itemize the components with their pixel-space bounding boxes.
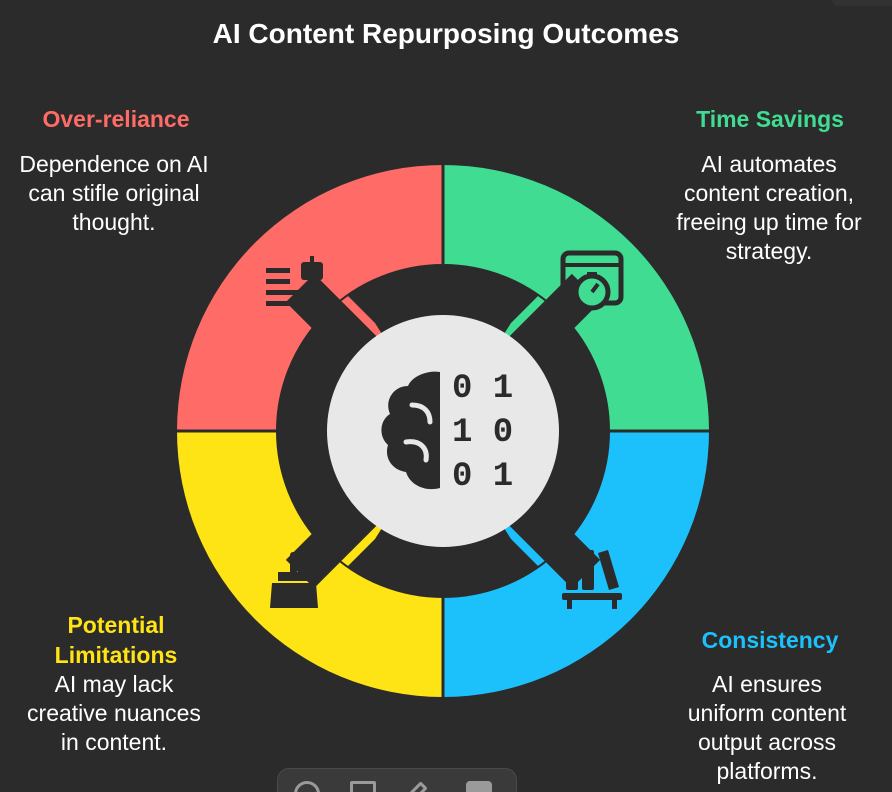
limitations-line: creative nuances xyxy=(27,700,201,726)
time-savings-line: AI automates xyxy=(701,151,837,177)
limitations-heading-line: Limitations xyxy=(54,642,178,668)
consistency-line: output across xyxy=(697,729,837,755)
books-shelf-icon xyxy=(562,550,622,609)
time-savings-line: strategy. xyxy=(725,238,813,264)
limitations-description: AI may lack creative nuances in content. xyxy=(0,670,228,757)
consistency-line: AI ensures xyxy=(712,671,822,697)
time-savings-line: content creation, xyxy=(683,180,855,206)
over-reliance-line: thought. xyxy=(72,209,156,235)
limitations-heading-line: Potential xyxy=(67,612,165,638)
over-reliance-line: Dependence on AI xyxy=(19,151,209,177)
time-savings-heading: Time Savings xyxy=(696,106,844,132)
binary-digits: 0 1 1 0 0 1 xyxy=(452,370,513,496)
time-savings-line: freeing up time for xyxy=(676,209,862,235)
over-reliance-line: can stifle original xyxy=(28,180,200,206)
limitations-line: in content. xyxy=(60,729,168,755)
corner-decoration xyxy=(832,0,892,6)
image-icon[interactable] xyxy=(466,781,492,792)
time-savings-description: AI automates content creation, freeing u… xyxy=(654,150,884,266)
ring-edge xyxy=(276,264,610,598)
consistency-line: uniform content xyxy=(687,700,847,726)
limitations-line: AI may lack xyxy=(54,671,174,697)
binary-row-2: 1 0 xyxy=(452,414,513,452)
circle-icon[interactable] xyxy=(294,781,320,792)
binary-row-1: 0 1 xyxy=(452,370,513,408)
binary-row-3: 0 1 xyxy=(452,458,513,496)
consistency-line: platforms. xyxy=(716,758,818,784)
crop-icon[interactable] xyxy=(350,781,376,792)
consistency-heading: Consistency xyxy=(701,627,839,653)
limitations-heading: Potential Limitations xyxy=(16,610,216,670)
paintbrush-icon xyxy=(270,552,318,608)
center-circle xyxy=(327,315,559,547)
over-reliance-description: Dependence on AI can stifle original tho… xyxy=(0,150,228,237)
over-reliance-heading: Over-reliance xyxy=(42,106,190,132)
consistency-description: AI ensures uniform content output across… xyxy=(654,670,880,786)
brain-binary-icon xyxy=(381,371,440,490)
robot-document-icon xyxy=(266,256,323,306)
pen-icon[interactable] xyxy=(402,781,428,792)
browser-stopwatch-icon xyxy=(560,250,624,311)
bottom-toolbar xyxy=(277,768,517,792)
page-title: AI Content Repurposing Outcomes xyxy=(212,18,680,49)
